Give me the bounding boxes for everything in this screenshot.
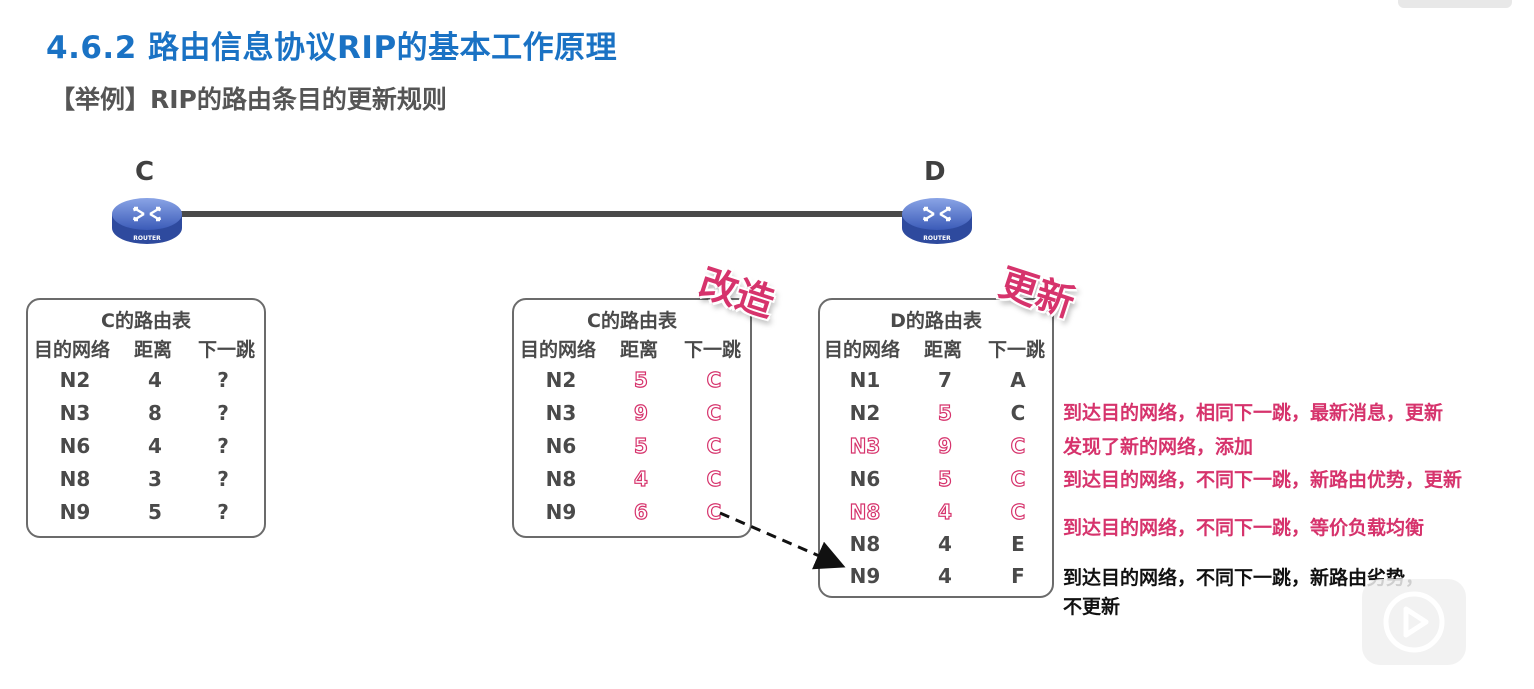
cell-nexthop: C — [706, 400, 722, 425]
c-routing-table-modified: C的路由表 目的网络 距离 下一跳 N2 5 C N3 9 C N6 5 C N… — [512, 298, 752, 538]
cell-dest: N8 — [849, 499, 881, 524]
top-right-tab — [1398, 0, 1512, 8]
c-routing-table-original: C的路由表 目的网络 距离 下一跳 N2 4 ? N3 8 ? N6 4 ? N… — [26, 298, 266, 538]
router-d-label: D — [924, 157, 946, 187]
cell-distance: 4 — [938, 532, 952, 556]
header-dest: 目的网络 — [520, 339, 597, 361]
cell-nexthop: ? — [217, 467, 229, 491]
cell-dest: N9 — [849, 564, 881, 588]
cell-nexthop: F — [1011, 564, 1025, 588]
header-distance: 距离 — [134, 339, 173, 361]
cell-dest: N1 — [849, 368, 881, 392]
cell-dest: N9 — [545, 500, 577, 524]
cell-nexthop: ? — [217, 500, 229, 524]
page-subtitle: 【举例】RIP的路由条目的更新规则 — [50, 85, 447, 114]
cell-dest: N2 — [545, 368, 577, 392]
table-title: C的路由表 — [587, 310, 677, 332]
play-button[interactable] — [1362, 579, 1466, 665]
header-dest: 目的网络 — [34, 339, 111, 361]
cell-distance: 4 — [937, 499, 952, 524]
cell-distance: 5 — [148, 500, 162, 524]
cell-nexthop: C — [1010, 433, 1026, 458]
router-d-badge: ROUTER — [923, 235, 951, 242]
header-nexthop: 下一跳 — [988, 339, 1046, 361]
cell-nexthop: C — [1010, 499, 1026, 524]
cell-nexthop: C — [706, 367, 722, 392]
cell-distance: 8 — [148, 401, 162, 425]
cell-nexthop: ? — [217, 401, 229, 425]
header-nexthop: 下一跳 — [684, 339, 742, 361]
d-routing-table: D的路由表 目的网络 距离 下一跳 N1 7 A N2 5 C N3 9 C N… — [818, 298, 1054, 598]
cell-distance: 7 — [938, 368, 952, 392]
cell-nexthop: C — [706, 433, 722, 458]
note-row-n9: 到达目的网络，不同下一跳，新路由劣势， — [1063, 567, 1425, 589]
cell-distance: 5 — [937, 400, 952, 425]
cell-nexthop: C — [706, 499, 722, 524]
cell-dest: N9 — [59, 500, 91, 524]
cell-dest: N3 — [545, 401, 577, 425]
note-row-n3: 发现了新的网络，添加 — [1063, 436, 1254, 458]
cell-nexthop: A — [1010, 368, 1026, 392]
note-row-n8: 到达目的网络，不同下一跳，等价负载均衡 — [1063, 517, 1425, 539]
cell-nexthop: ? — [217, 368, 229, 392]
cell-dest: N2 — [59, 368, 91, 392]
cell-dest: N3 — [59, 401, 91, 425]
cell-nexthop: C — [706, 466, 722, 491]
router-c-badge: ROUTER — [133, 235, 161, 242]
cell-distance: 5 — [633, 367, 648, 392]
cell-distance: 3 — [148, 467, 162, 491]
cell-dest: N2 — [849, 401, 881, 425]
cell-distance: 9 — [633, 400, 648, 425]
cell-dest: N6 — [849, 467, 881, 491]
dashed-arrow — [719, 511, 846, 570]
cell-dest: N8 — [59, 467, 91, 491]
page-title: 4.6.2 路由信息协议RIP的基本工作原理 — [46, 30, 618, 66]
note-row-n9-cont: 不更新 — [1063, 596, 1121, 618]
cell-distance: 4 — [938, 564, 952, 588]
cell-nexthop: E — [1011, 532, 1025, 556]
cell-dest: N8 — [545, 467, 577, 491]
router-d-icon: ROUTER — [902, 198, 972, 244]
header-distance: 距离 — [924, 339, 963, 361]
note-row-n2: 到达目的网络，相同下一跳，最新消息，更新 — [1063, 402, 1444, 424]
cell-nexthop: C — [1010, 401, 1026, 425]
cell-distance: 4 — [148, 434, 162, 458]
table-title: C的路由表 — [101, 310, 191, 332]
note-row-n6: 到达目的网络，不同下一跳，新路由优势，更新 — [1063, 469, 1463, 491]
cell-nexthop: ? — [217, 434, 229, 458]
header-nexthop: 下一跳 — [198, 339, 256, 361]
cell-distance: 6 — [633, 499, 648, 524]
cell-distance: 4 — [148, 368, 162, 392]
cell-distance: 4 — [633, 466, 648, 491]
router-c-icon: ROUTER — [112, 198, 182, 244]
cell-dest: N6 — [59, 434, 91, 458]
cell-distance: 5 — [633, 433, 648, 458]
cell-distance: 9 — [937, 433, 952, 458]
cell-nexthop: C — [1010, 466, 1026, 491]
table-title: D的路由表 — [890, 310, 982, 332]
cell-distance: 5 — [937, 466, 952, 491]
cell-dest: N6 — [545, 434, 577, 458]
play-icon — [1383, 591, 1445, 653]
cell-dest: N3 — [849, 433, 881, 458]
router-c-label: C — [135, 157, 155, 187]
header-dest: 目的网络 — [824, 339, 901, 361]
header-distance: 距离 — [620, 339, 659, 361]
cell-dest: N8 — [849, 532, 881, 556]
network-link — [150, 211, 940, 217]
